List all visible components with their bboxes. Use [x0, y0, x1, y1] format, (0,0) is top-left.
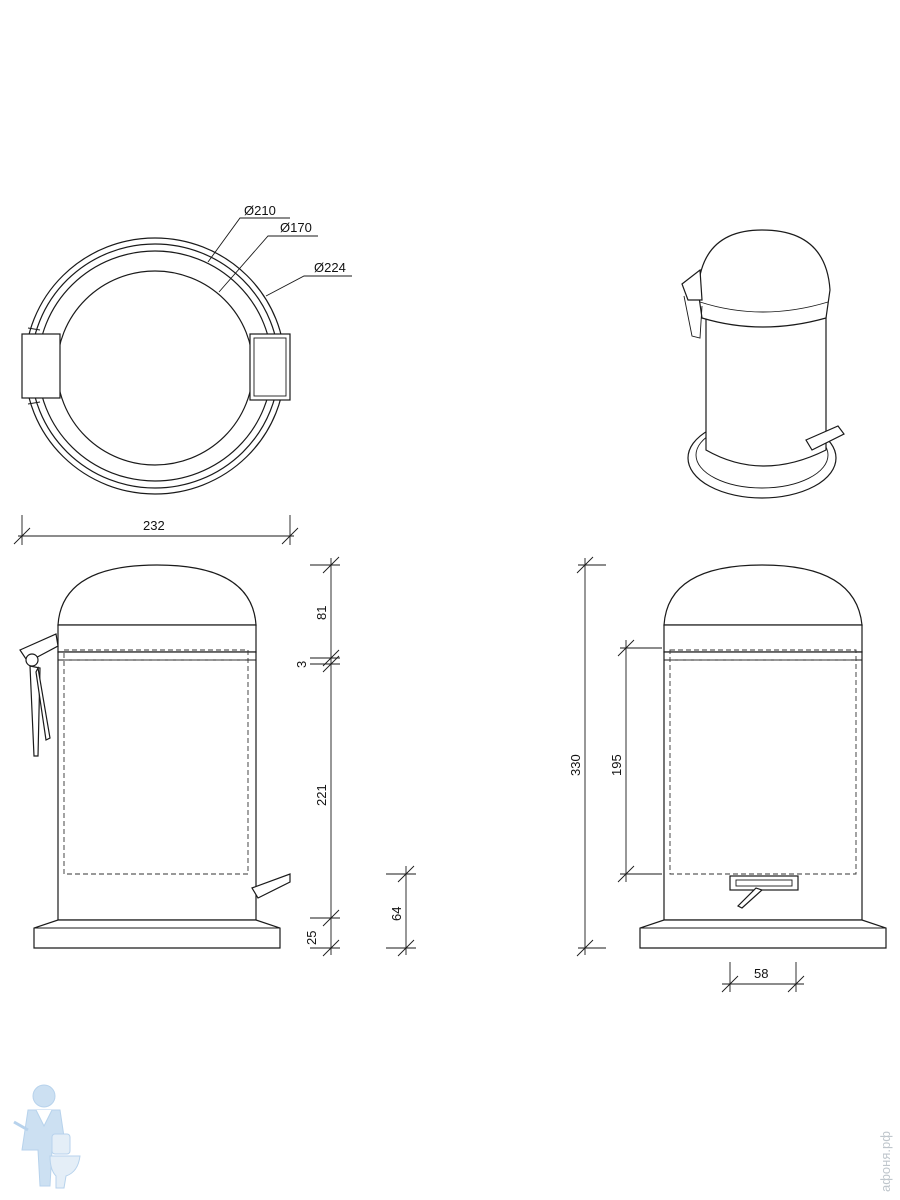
diameter-label-210: Ø210 — [244, 203, 276, 218]
front-view: 81 3 221 25 64 — [19, 556, 416, 957]
width-label-232: 232 — [143, 518, 165, 533]
watermark-text: афоня.рф — [878, 1131, 893, 1192]
body-height-label: 221 — [314, 784, 329, 806]
gap-height-label: 3 — [294, 661, 309, 668]
inner-height-label: 195 — [609, 754, 624, 776]
pedal-height-label: 64 — [389, 907, 404, 921]
diameter-label-224: Ø224 — [314, 260, 346, 275]
total-height-label: 330 — [568, 754, 583, 776]
isometric-view — [681, 229, 845, 499]
base-height-label: 25 — [304, 931, 319, 945]
top-view: Ø210 Ø170 Ø224 232 — [13, 203, 352, 545]
plumber-mascot-icon — [13, 1084, 81, 1189]
diameter-label-170: Ø170 — [280, 220, 312, 235]
lid-height-label: 81 — [314, 606, 329, 620]
side-view: 330 195 58 — [568, 556, 887, 993]
pedal-width-label: 58 — [754, 966, 768, 981]
